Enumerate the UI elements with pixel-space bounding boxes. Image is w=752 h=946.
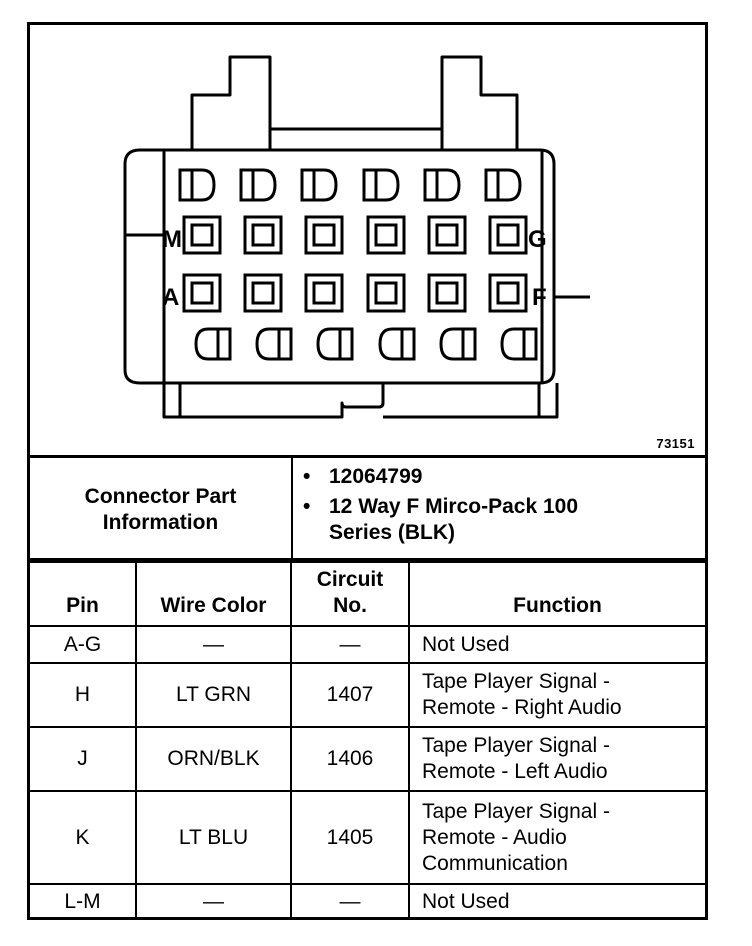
terminal-cavity xyxy=(243,273,283,313)
cavity-bottom xyxy=(255,327,293,361)
figure-id: 73151 xyxy=(656,436,695,451)
header-wire-color: Wire Color xyxy=(135,561,292,627)
cell-pin: J xyxy=(30,726,137,792)
table-row: H LT GRN 1407 Tape Player Signal - Remot… xyxy=(30,662,705,728)
terminal-cavity xyxy=(304,273,344,313)
table-row: K LT BLU 1405 Tape Player Signal - Remot… xyxy=(30,790,705,885)
terminal-contact xyxy=(190,223,214,247)
cavity-bottom xyxy=(439,327,477,361)
connector-description: • 12 Way F Mirco-Pack 100 Series (BLK) xyxy=(303,495,579,544)
cell-pin: K xyxy=(30,790,137,885)
terminal-cavity xyxy=(243,215,283,255)
pin-label-f: F xyxy=(532,284,547,311)
table-header-row: Pin Wire Color Circuit No. Function xyxy=(30,561,705,627)
cell-function: Tape Player Signal - Remote - Audio Comm… xyxy=(408,790,705,885)
terminal-contact xyxy=(374,281,398,305)
cell-circuit: — xyxy=(290,883,410,919)
cell-wire-color: LT GRN xyxy=(135,662,292,728)
cell-function: Not Used xyxy=(408,883,705,919)
cavity-top xyxy=(178,168,216,202)
terminal-cavity xyxy=(488,215,528,255)
cavity-bottom xyxy=(500,327,538,361)
terminal-cavity xyxy=(427,273,467,313)
cavity-top xyxy=(239,168,277,202)
connector-part-number: • 12064799 xyxy=(303,465,423,488)
header-function: Function xyxy=(408,561,705,627)
divider xyxy=(30,558,705,561)
terminal-cavity xyxy=(427,215,467,255)
divider xyxy=(30,455,705,458)
pin-label-g: G xyxy=(528,226,547,253)
cell-pin: L-M xyxy=(30,883,137,919)
cell-wire-color: LT BLU xyxy=(135,790,292,885)
terminal-contact xyxy=(312,281,336,305)
terminal-contact xyxy=(496,223,520,247)
cell-wire-color: — xyxy=(135,883,292,919)
terminal-contact xyxy=(251,281,275,305)
terminal-contact xyxy=(435,223,459,247)
terminal-cavity xyxy=(304,215,344,255)
terminal-contact xyxy=(190,281,214,305)
cavity-bottom xyxy=(194,327,232,361)
terminal-cavity xyxy=(182,273,222,313)
cell-function: Tape Player Signal - Remote - Right Audi… xyxy=(408,662,705,728)
cavity-top xyxy=(423,168,461,202)
cell-wire-color: — xyxy=(135,625,292,664)
cavity-bottom xyxy=(316,327,354,361)
cavity-top xyxy=(484,168,522,202)
pin-label-a: A xyxy=(162,284,179,311)
cavity-top xyxy=(300,168,338,202)
table-row: J ORN/BLK 1406 Tape Player Signal - Remo… xyxy=(30,726,705,792)
connector-drawing: M G A F xyxy=(123,55,590,419)
terminal-contact xyxy=(374,223,398,247)
cell-circuit: 1406 xyxy=(290,726,410,792)
terminal-cavity xyxy=(488,273,528,313)
cell-circuit: 1407 xyxy=(290,662,410,728)
terminal-cavity xyxy=(366,215,406,255)
connector-info-label: Connector Part Information xyxy=(84,484,237,534)
pin-label-m: M xyxy=(162,226,182,253)
connector-diagram: M G A F 73151 xyxy=(30,25,705,458)
connector-card: M G A F 73151 Connector Part Information… xyxy=(27,22,708,920)
cell-function: Tape Player Signal - Remote - Left Audio xyxy=(408,726,705,792)
cavity-top xyxy=(362,168,400,202)
cell-function: Not Used xyxy=(408,625,705,664)
cell-pin: A-G xyxy=(30,625,137,664)
cell-wire-color: ORN/BLK xyxy=(135,726,292,792)
terminal-contact xyxy=(312,223,336,247)
table-row: A-G — — Not Used xyxy=(30,625,705,664)
terminal-contact xyxy=(496,281,520,305)
pin-table: Pin Wire Color Circuit No. Function A-G … xyxy=(30,561,705,919)
terminal-cavity xyxy=(366,273,406,313)
terminal-cavity xyxy=(182,215,222,255)
header-pin: Pin xyxy=(30,561,137,627)
table-row: L-M — — Not Used xyxy=(30,883,705,919)
cell-pin: H xyxy=(30,662,137,728)
connector-info-list: • 12064799 • 12 Way F Mirco-Pack 100 Ser… xyxy=(293,458,705,561)
connector-info: Connector Part Information • 12064799 • … xyxy=(30,458,705,561)
cell-circuit: 1405 xyxy=(290,790,410,885)
header-circuit: Circuit No. xyxy=(290,561,410,627)
terminal-contact xyxy=(251,223,275,247)
terminal-contact xyxy=(435,281,459,305)
cell-circuit: — xyxy=(290,625,410,664)
cavity-bottom xyxy=(378,327,416,361)
